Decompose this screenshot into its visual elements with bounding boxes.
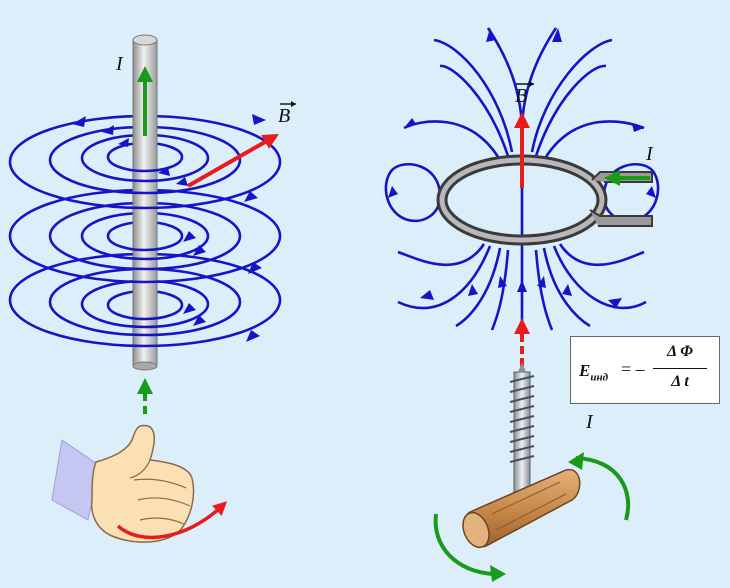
wire-field-rings-front <box>8 156 282 348</box>
formula-fraction-bar <box>653 368 707 369</box>
current-label-screw: I <box>585 411 594 433</box>
field-label-left-overarrow-head <box>291 101 296 107</box>
field-vector-left <box>187 134 279 188</box>
formula-equals: = – <box>621 359 645 379</box>
current-label-loop: I <box>645 143 654 165</box>
wooden-handle <box>462 469 581 549</box>
formula-denominator: Δ t <box>671 373 689 390</box>
hand-icon <box>51 424 195 543</box>
rotation-arrow-right-head <box>568 452 584 470</box>
formula-lhs-symbol: E <box>579 361 591 380</box>
formula-numerator: Δ Φ <box>667 343 693 360</box>
finger-curl-arrow <box>116 501 228 540</box>
rotation-arrow-left-tail <box>433 513 495 576</box>
screw-icon <box>509 362 535 501</box>
wire-field-group: I B <box>8 34 296 414</box>
rotation-arrow-left-head <box>490 565 506 582</box>
current-loop <box>436 154 653 246</box>
formula-fraction: Δ Φ Δ t <box>653 343 707 395</box>
field-label-right: B <box>515 85 527 107</box>
rotation-arrow-right-tail <box>575 456 631 521</box>
current-label-left: I <box>115 53 124 75</box>
loop-field-direction-arrows <box>388 28 656 308</box>
induction-formula-box: Eинд = – Δ Φ Δ t <box>570 336 720 404</box>
formula-lhs-subscript: инд <box>590 371 609 384</box>
field-label-left: B <box>278 105 290 127</box>
wire-field-direction-arrows <box>72 114 266 342</box>
formula-lhs: Eинд <box>579 361 608 383</box>
field-label-right-overarrow-head <box>529 81 534 87</box>
